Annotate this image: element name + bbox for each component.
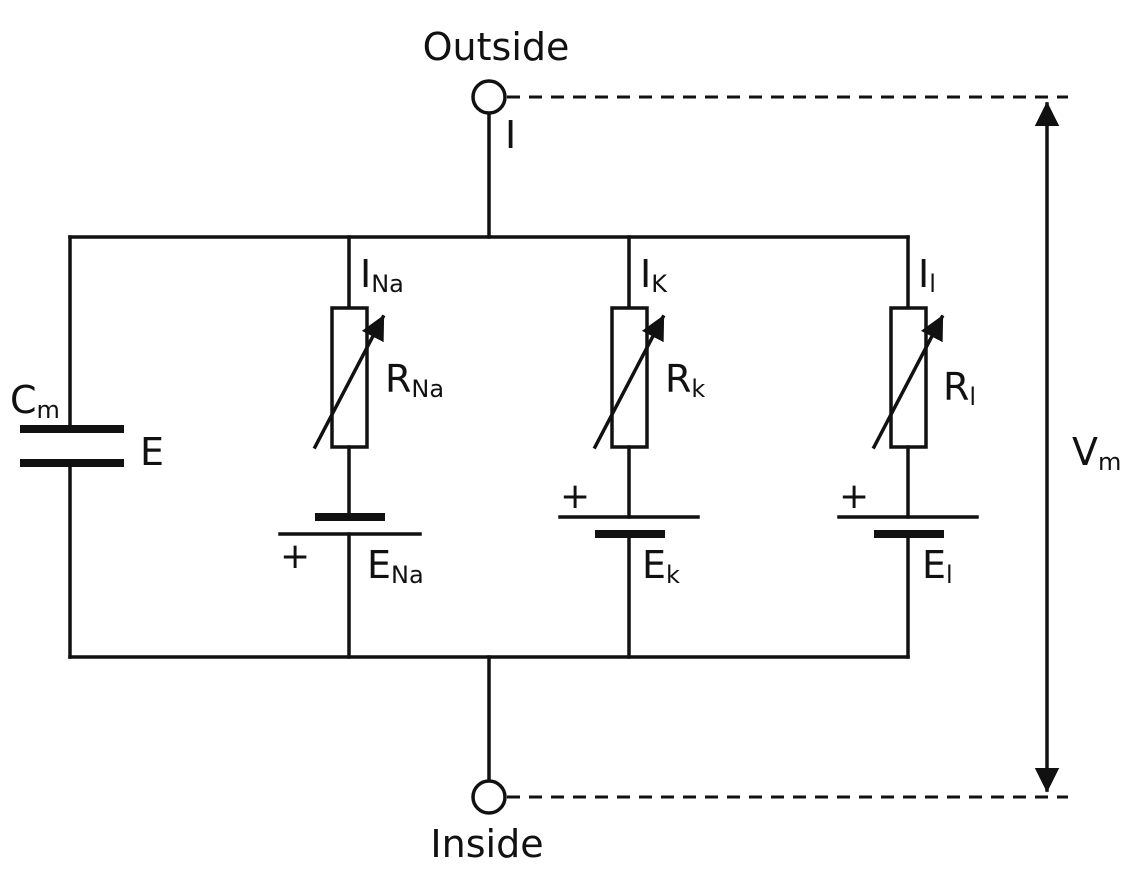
- branch-l-battery-label: El: [922, 543, 953, 589]
- branch-na-current-label: INa: [360, 252, 404, 298]
- branch-k-polarity: +: [560, 476, 590, 517]
- branch-k-battery-label: Ek: [642, 543, 680, 589]
- branch-na-variable-arrow: [312, 314, 386, 450]
- membrane-voltage-label: Vm: [1072, 430, 1121, 476]
- branch-l-resistor-label: Rl: [943, 365, 976, 411]
- branch-na-resistor: [330, 306, 369, 449]
- branch-na-battery-label: ENa: [367, 543, 424, 589]
- branch-k: IK Rk + Ek: [558, 235, 705, 659]
- total-current-label: I: [505, 113, 516, 157]
- capacitor-label: Cm: [10, 378, 60, 424]
- branch-na-resistor-label: RNa: [385, 357, 444, 403]
- branch-l: Il Rl + El: [837, 235, 979, 659]
- branch-l-variable-arrow: [871, 314, 945, 450]
- inside-terminal: [471, 779, 507, 815]
- terminals: Outside Inside I: [423, 25, 570, 866]
- branch-na-polarity: +: [280, 536, 310, 577]
- branch-k-resistor-label: Rk: [665, 357, 705, 403]
- branch-k-current-label: IK: [640, 252, 668, 298]
- branch-k-variable-arrow: [592, 314, 666, 450]
- outside-terminal: [471, 79, 507, 115]
- inside-label: Inside: [430, 822, 543, 866]
- outside-label: Outside: [423, 25, 570, 69]
- capacitor-branch: Cm E: [10, 235, 164, 659]
- branch-l-current-label: Il: [918, 252, 936, 298]
- branch-na: INa RNa + ENa: [278, 235, 444, 659]
- capacitor-potential-label: E: [140, 430, 164, 474]
- membrane-voltage-indicator: Vm: [507, 95, 1121, 799]
- branch-l-polarity: +: [839, 476, 869, 517]
- circuit-wires: [68, 110, 910, 784]
